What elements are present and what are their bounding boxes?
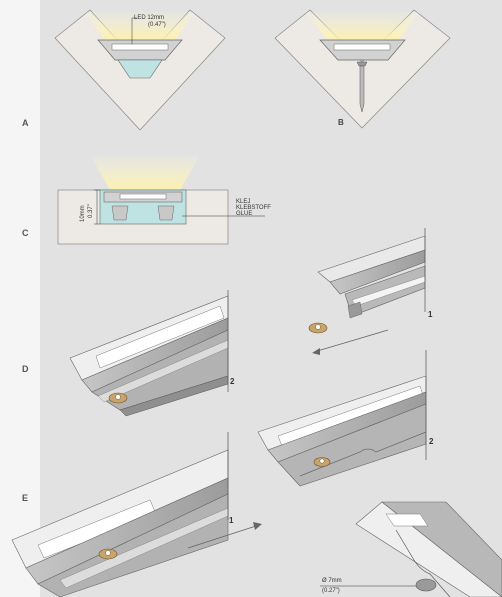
row-label-d: D: [22, 364, 29, 374]
led-width-label: LED 12mm: [134, 15, 165, 21]
hole-diameter-inch: (0.27"): [322, 588, 340, 594]
row-label-c: C: [22, 228, 29, 238]
panel-b-corner-screw: [274, 9, 451, 129]
step-number-e2: 2: [429, 437, 434, 446]
profile-height-inch: 0.37": [88, 204, 94, 218]
hole-diameter-mm: Ø 7mm: [322, 578, 342, 584]
panel-label-b: B: [338, 118, 344, 127]
glue-label-de: KLEBSTOFF: [236, 205, 271, 211]
panel-d-step1-profile: [308, 228, 426, 355]
glue-label-en: GLUE: [236, 211, 253, 217]
panel-e-step2-profile: [257, 350, 427, 487]
row-label-e: E: [22, 493, 29, 503]
step-number-d2: 2: [230, 377, 235, 386]
panel-e-step1-profile: [11, 432, 262, 597]
led-width-inch: (0.47"): [148, 22, 166, 28]
row-label-a: A: [22, 118, 29, 128]
panel-e-detail-profile: [320, 501, 502, 597]
panel-c-flush-glue: [57, 155, 265, 245]
step-number-e1: 1: [229, 516, 234, 525]
glue-label-pl: KLEJ: [236, 199, 251, 205]
left-margin: [0, 0, 40, 597]
panel-a-corner-install: [54, 9, 226, 131]
panel-d-step2-profile: [69, 290, 229, 417]
profile-height-mm: 10mm: [80, 205, 86, 222]
step-number-d1: 1: [428, 310, 433, 319]
